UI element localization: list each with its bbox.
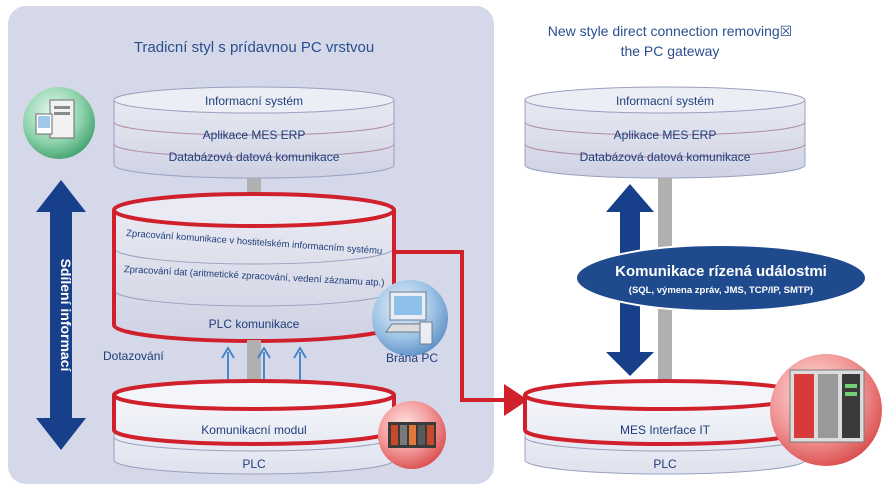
right-module-stack: MES Interface IT PLC	[523, 379, 807, 475]
left-top-stack: Informacní systém Aplikace MES ERP Datab…	[113, 86, 395, 179]
right-info-system: Informacní systém	[616, 94, 714, 108]
polling-label: Dotazování	[103, 349, 164, 363]
pc-gateway-label: Brána PC	[386, 351, 438, 365]
info-sharing-arrow: Sdílení informací	[36, 180, 86, 450]
left-title: Tradicní styl s prídavnou PC vrstvou	[134, 39, 374, 56]
right-plc: PLC	[653, 457, 677, 471]
event-comm-title: Komunikace rízená událostmi	[615, 263, 827, 280]
plc-icon-right	[770, 354, 882, 466]
server-icon	[23, 87, 95, 159]
left-db-comm: Databázová datová komunikace	[169, 150, 340, 164]
pc-gateway-icon	[372, 280, 448, 356]
right-title-line2: the PC gateway	[621, 43, 720, 59]
left-module-stack: Komunikacní modul PLC	[112, 379, 396, 475]
left-info-system: Informacní systém	[205, 94, 303, 108]
red-connection-path	[394, 250, 522, 402]
right-mes-interface: MES Interface IT	[620, 423, 711, 437]
left-comm-module: Komunikacní modul	[201, 423, 306, 437]
right-title-line1: New style direct connection removing☒	[548, 23, 792, 39]
right-db-comm: Databázová datová komunikace	[580, 150, 751, 164]
gateway-plc-comm: PLC komunikace	[209, 317, 300, 331]
event-comm-banner: Komunikace rízená událostmi (SQL, výmena…	[575, 244, 867, 312]
plc-icon-left	[378, 401, 446, 469]
left-mes-erp: Aplikace MES ERP	[203, 128, 306, 142]
event-comm-subtitle: (SQL, výmena zpráv, JMS, TCP/IP, SMTP)	[629, 285, 813, 296]
red-connection-arrowhead	[504, 384, 528, 416]
left-gateway-stack: Zpracování komunikace v hostitelském inf…	[112, 192, 396, 343]
right-mes-erp: Aplikace MES ERP	[614, 128, 717, 142]
left-plc: PLC	[242, 457, 266, 471]
info-sharing-label: Sdílení informací	[58, 259, 74, 373]
left-connector-lower	[247, 340, 261, 382]
right-top-stack: Informacní systém Aplikace MES ERP Datab…	[524, 86, 806, 179]
